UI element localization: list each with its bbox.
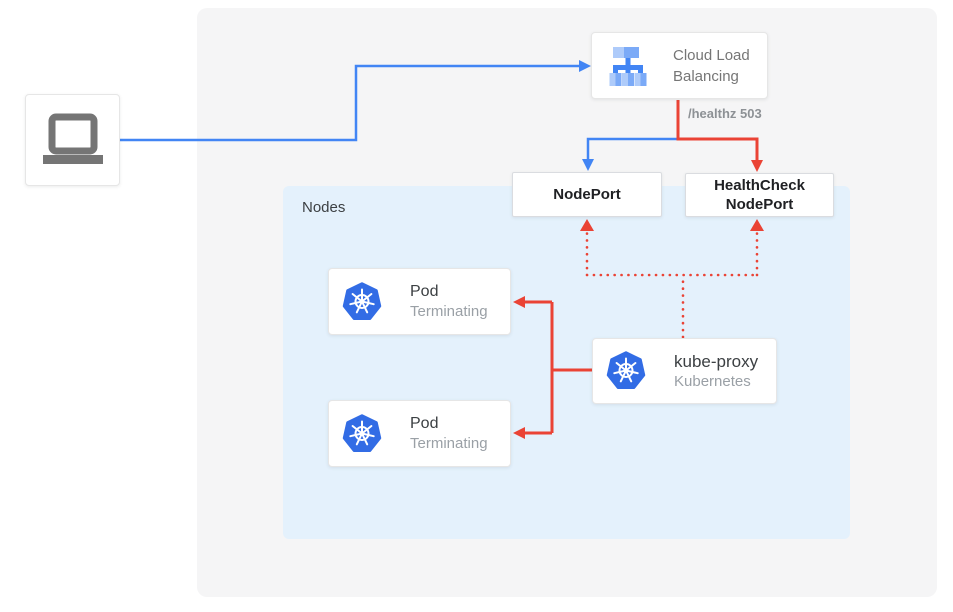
cloud-load-balancing-label: Cloud Load Balancing — [673, 46, 750, 85]
pod-text: Pod Terminating — [410, 281, 488, 322]
kube-proxy-text: kube-proxy Kubernetes — [674, 351, 758, 392]
nodeport-node: NodePort — [512, 172, 662, 217]
laptop-icon — [42, 113, 103, 164]
kubernetes-icon — [342, 413, 382, 452]
pod-title: Pod — [410, 415, 439, 432]
client-node — [25, 94, 120, 186]
kube-proxy-subtitle: Kubernetes — [674, 372, 751, 390]
pod-title: Pod — [410, 283, 439, 300]
cloud-load-balancing-icon — [609, 46, 647, 86]
healthcheck-nodeport-label: HealthCheck NodePort — [714, 177, 805, 213]
kubernetes-icon — [606, 351, 646, 389]
healthcheck-nodeport-node: HealthCheck NodePort — [685, 173, 834, 217]
pod-node-2: Pod Terminating — [328, 400, 511, 467]
cloud-load-balancing-node: Cloud Load Balancing — [591, 32, 768, 99]
healthz-503-label: /healthz 503 — [688, 106, 762, 121]
kube-proxy-node: kube-proxy Kubernetes — [592, 338, 777, 404]
kubernetes-icon — [342, 281, 382, 320]
nodes-label: Nodes — [302, 199, 346, 216]
pod-node-1: Pod Terminating — [328, 268, 511, 335]
kube-proxy-title: kube-proxy — [674, 351, 759, 371]
pod-text: Pod Terminating — [410, 413, 488, 454]
pod-status: Terminating — [410, 303, 488, 320]
nodeport-label: NodePort — [553, 186, 621, 203]
pod-status: Terminating — [410, 435, 488, 452]
